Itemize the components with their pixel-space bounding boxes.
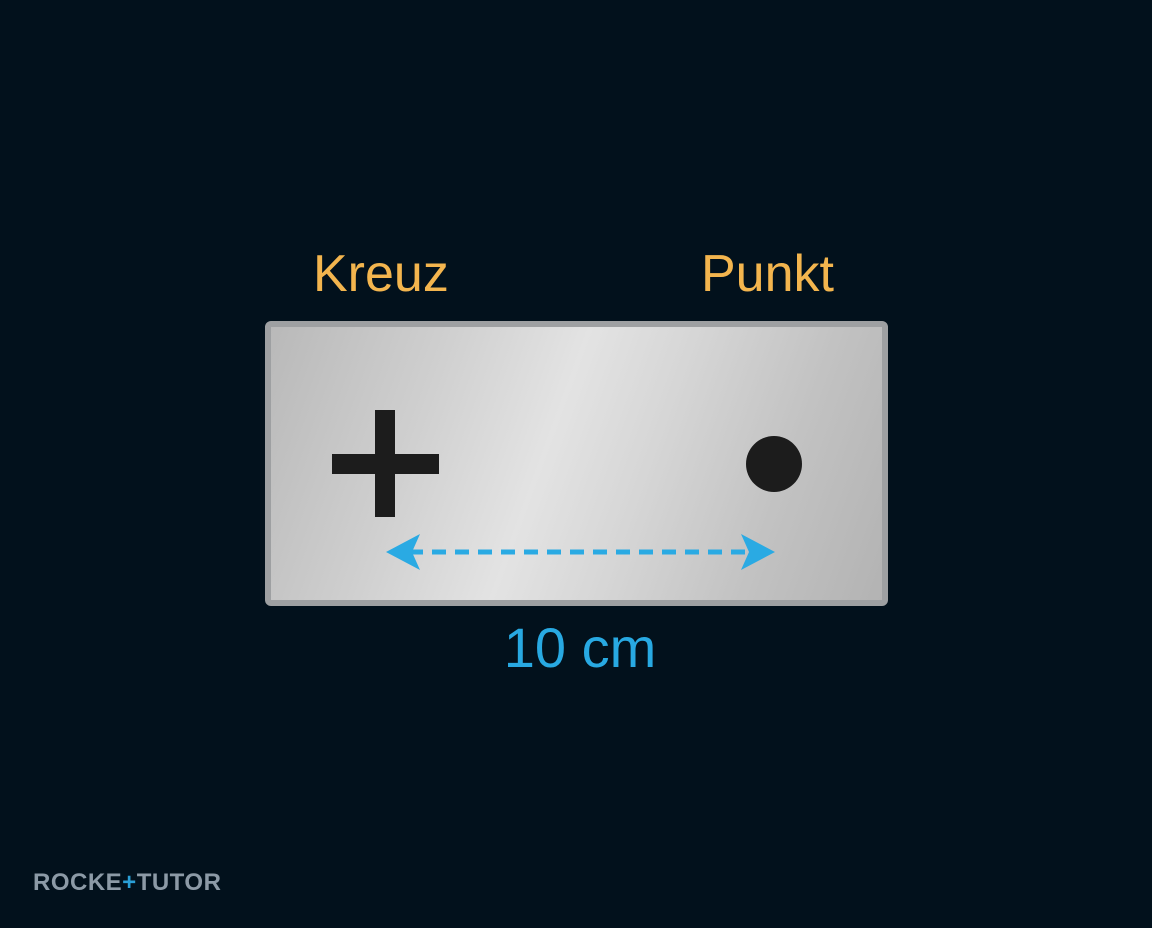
label-punkt: Punkt — [701, 245, 834, 303]
logo-text-part1: ROCKE — [33, 869, 123, 896]
logo-accent: + — [122, 869, 137, 896]
plus-cross-icon — [332, 410, 439, 517]
brand-logo: ROCKE+TUTOR — [33, 871, 221, 895]
label-kreuz: Kreuz — [313, 245, 449, 303]
double-headed-dashed-arrow — [386, 534, 775, 570]
logo-text-part2: TUTOR — [136, 869, 222, 896]
gray-card — [265, 321, 888, 606]
filled-dot-icon — [746, 436, 802, 492]
distance-label: 10 cm — [503, 616, 657, 679]
card-diagram — [332, 410, 802, 570]
